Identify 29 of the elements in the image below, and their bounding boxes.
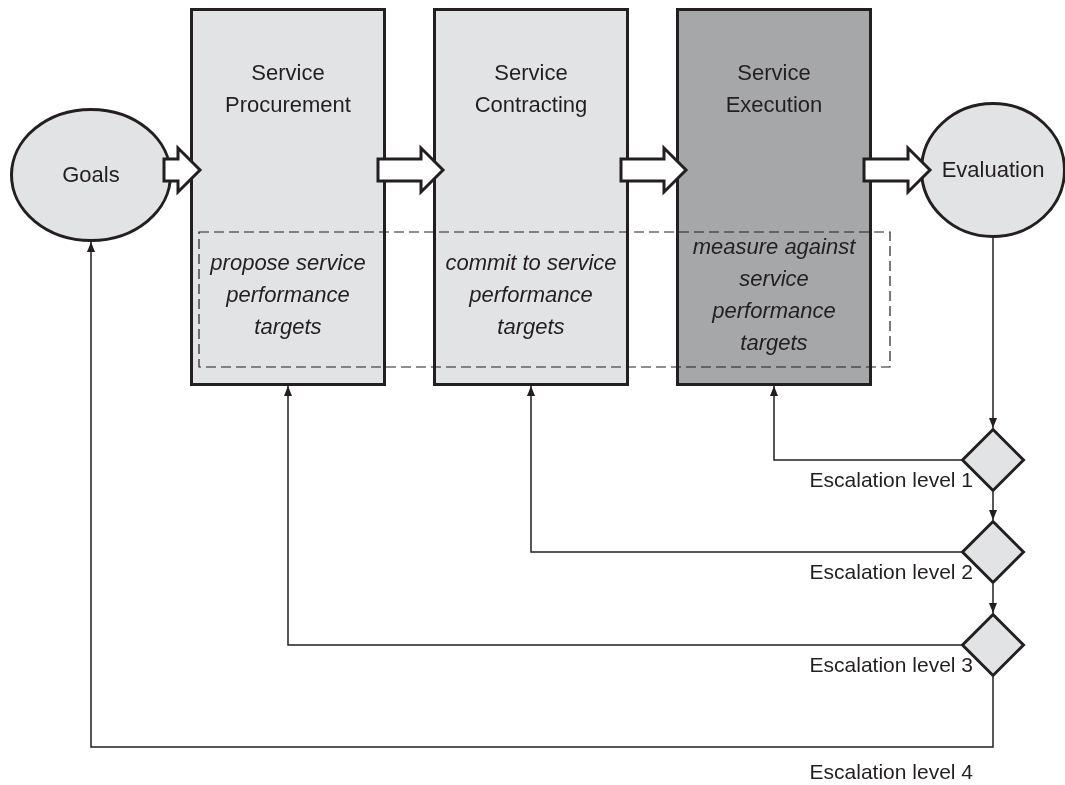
- arrow: [989, 583, 997, 614]
- arrow: [527, 385, 962, 553]
- node-title: Evaluation: [940, 156, 1046, 184]
- arrow: [770, 385, 962, 461]
- node-description: propose service performance targets: [208, 249, 367, 341]
- node-description: measure against service performance targets: [691, 233, 857, 357]
- node-title: Service Contracting: [473, 59, 589, 119]
- escalation-label: Escalation level 3: [809, 653, 973, 677]
- arrow: [989, 491, 997, 521]
- escalation-label: Escalation level 2: [809, 560, 973, 584]
- block-arrow: [376, 144, 446, 196]
- arrow: [284, 385, 962, 646]
- process-box: [676, 8, 872, 386]
- arrow: [87, 241, 994, 748]
- decision-diamond: [961, 613, 1025, 677]
- process-box: [433, 8, 629, 386]
- process-box: [190, 8, 386, 386]
- block-arrow: [162, 144, 203, 196]
- node-title: Goals: [61, 161, 121, 189]
- block-arrow: [619, 144, 689, 196]
- block-arrow: [862, 144, 933, 196]
- ellipse-node: [10, 108, 172, 242]
- arrow: [989, 237, 997, 429]
- decision-diamond: [961, 520, 1025, 584]
- escalation-label: Escalation level 1: [809, 468, 973, 492]
- node-description: commit to service performance targets: [444, 249, 618, 341]
- node-title: Service Procurement: [224, 59, 352, 119]
- decision-diamond: [961, 428, 1025, 492]
- node-title: Service Execution: [724, 59, 824, 119]
